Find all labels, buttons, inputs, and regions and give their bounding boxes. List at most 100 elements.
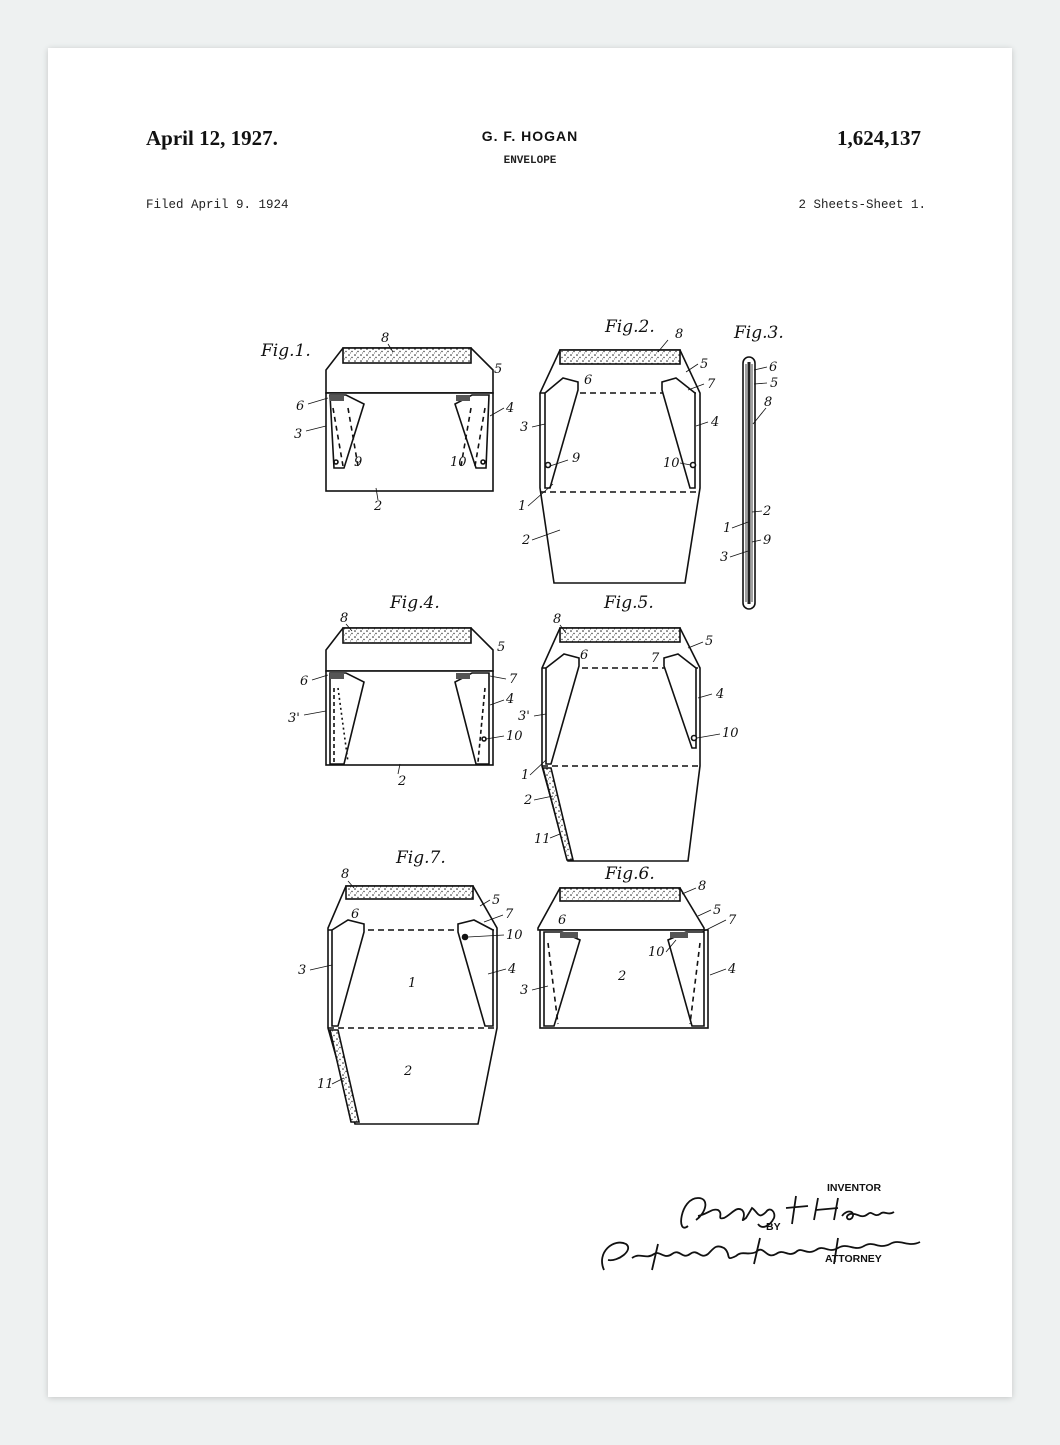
ref-3: 3 — [520, 420, 528, 435]
fig5-leader-lines — [529, 624, 721, 839]
ref-6: 6 — [769, 360, 777, 375]
ref-1: 1 — [723, 521, 731, 536]
ref-10: 10 — [722, 726, 739, 741]
ref-5: 5 — [700, 357, 708, 372]
ref-4: 4 — [710, 415, 719, 430]
ref-5: 5 — [497, 640, 505, 655]
by-label: BY — [766, 1221, 781, 1233]
ref-8: 8 — [553, 612, 561, 627]
ref-5: 5 — [770, 376, 778, 391]
fig4-reference-numerals: 8 5 6 7 4 3' 10 2 — [288, 611, 523, 789]
fig5-reference-numerals: 8 5 6 7 4 3' 10 1 2 11 — [518, 612, 739, 847]
ref-2: 2 — [403, 1064, 412, 1079]
fig6-label: Fig.6. — [604, 864, 655, 884]
ref-5: 5 — [492, 893, 500, 908]
ref-11: 11 — [534, 832, 551, 847]
ref-8: 8 — [764, 395, 772, 410]
inventor-label: INVENTOR — [827, 1182, 882, 1194]
fig5-label: Fig.5. — [603, 593, 654, 613]
ref-5: 5 — [713, 903, 721, 918]
figure-2 — [539, 349, 701, 584]
ref-3-prime: 3' — [288, 711, 300, 726]
ref-11: 11 — [317, 1077, 334, 1092]
ref-7: 7 — [505, 907, 514, 922]
fig3-leader-lines — [729, 366, 768, 558]
ref-10: 10 — [648, 945, 665, 960]
ref-8: 8 — [381, 331, 389, 346]
fig1-label: Fig.1. — [260, 341, 311, 361]
ref-3: 3 — [720, 550, 728, 565]
ref-3: 3 — [520, 983, 528, 998]
figure-4 — [325, 627, 494, 766]
ref-2: 2 — [397, 774, 406, 789]
ref-10: 10 — [663, 456, 680, 471]
ref-1: 1 — [408, 976, 416, 991]
figure-7 — [327, 885, 498, 1125]
ref-9: 9 — [572, 451, 580, 466]
ref-5: 5 — [705, 634, 713, 649]
ref-8: 8 — [341, 867, 349, 882]
ref-5: 5 — [494, 362, 502, 377]
patent-title: ENVELOPE — [503, 155, 557, 167]
ref-6: 6 — [351, 907, 359, 922]
fig4-label: Fig.4. — [389, 593, 440, 613]
ref-8: 8 — [675, 327, 683, 342]
ref-4: 4 — [505, 401, 514, 416]
ref-7: 7 — [651, 651, 660, 666]
filed-date: Filed April 9. 1924 — [146, 198, 289, 212]
inventor-signature — [601, 1195, 921, 1271]
ref-4: 4 — [505, 692, 514, 707]
fig7-leader-lines — [309, 880, 507, 1085]
patent-number: 1,624,137 — [837, 126, 921, 150]
ref-9: 9 — [763, 533, 771, 548]
ref-3: 3 — [294, 427, 302, 442]
sheet-count: 2 Sheets-Sheet 1. — [798, 198, 926, 212]
ref-2: 2 — [762, 504, 771, 519]
ref-6: 6 — [584, 373, 592, 388]
patent-drawing: Fig.1. 8 5 6 4 3 9 10 2 — [260, 317, 921, 1271]
patent-sheet: April 12, 1927. G. F. HOGAN 1,624,137 EN… — [48, 48, 1012, 1397]
fig4-leader-lines — [303, 623, 507, 775]
fig6-reference-numerals: 8 5 6 7 10 2 4 3 — [520, 879, 737, 998]
fig3-reference-numerals: 6 5 8 1 2 9 3 — [720, 360, 778, 565]
fig7-label: Fig.7. — [395, 848, 446, 868]
ref-10: 10 — [506, 729, 523, 744]
ref-6: 6 — [558, 913, 566, 928]
ref-9: 9 — [354, 455, 362, 470]
figure-6 — [537, 887, 709, 1029]
ref-7: 7 — [707, 377, 716, 392]
attorney-label: ATTORNEY — [825, 1253, 882, 1265]
fig7-reference-numerals: 8 6 5 7 10 3 1 4 2 11 — [298, 867, 523, 1092]
ref-8: 8 — [340, 611, 348, 626]
fig2-reference-numerals: 8 5 6 7 3 4 9 10 1 2 — [518, 327, 719, 548]
ref-8: 8 — [698, 879, 706, 894]
ref-3: 3 — [298, 963, 306, 978]
fig2-label: Fig.2. — [604, 317, 655, 337]
ref-6: 6 — [580, 648, 588, 663]
ref-1: 1 — [518, 499, 526, 514]
ref-4: 4 — [507, 962, 516, 977]
ref-4: 4 — [715, 687, 724, 702]
ref-2: 2 — [523, 793, 532, 808]
fig3-label: Fig.3. — [733, 323, 784, 343]
figure-5 — [541, 627, 701, 862]
fig2-leader-lines — [527, 339, 709, 541]
fig1-leader-lines — [305, 343, 505, 501]
figure-3 — [742, 356, 756, 610]
fig1-reference-numerals: 8 5 6 4 3 9 10 2 — [294, 331, 514, 514]
ref-6: 6 — [296, 399, 304, 414]
fig6-leader-lines — [531, 887, 727, 991]
ref-2: 2 — [373, 499, 382, 514]
ref-10: 10 — [450, 455, 467, 470]
ref-7: 7 — [509, 672, 518, 687]
ref-3-prime: 3' — [518, 709, 530, 724]
ref-10: 10 — [506, 928, 523, 943]
ref-6: 6 — [300, 674, 308, 689]
ref-2: 2 — [521, 533, 530, 548]
ref-7: 7 — [728, 913, 737, 928]
ref-2: 2 — [617, 969, 626, 984]
figure-1 — [325, 347, 494, 492]
ref-4: 4 — [727, 962, 736, 977]
ref-1: 1 — [521, 768, 529, 783]
patent-date: April 12, 1927. — [146, 126, 278, 150]
